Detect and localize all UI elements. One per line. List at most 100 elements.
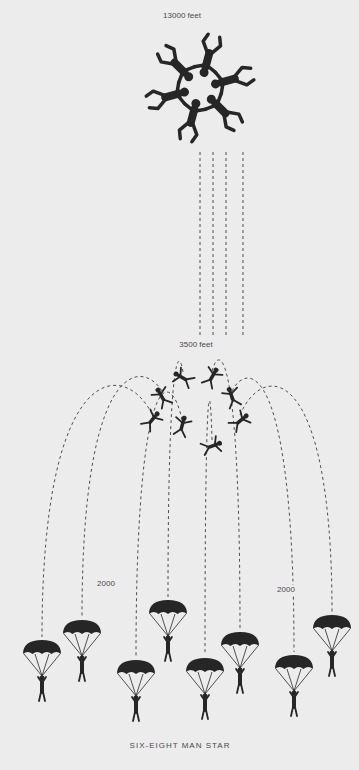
parachute-canopy bbox=[186, 658, 224, 672]
skydiver-limb bbox=[194, 106, 206, 114]
skydiver-limb bbox=[202, 377, 211, 386]
parachute-line bbox=[205, 672, 223, 694]
altitude-label: 13000 feet bbox=[161, 11, 203, 21]
skydiver-limb bbox=[194, 62, 206, 70]
skydiver-limb bbox=[146, 422, 155, 431]
skydiver-limb bbox=[163, 43, 181, 61]
parachute bbox=[23, 640, 61, 701]
parachute-line bbox=[35, 654, 42, 676]
jumper-limb bbox=[164, 637, 168, 643]
altitude-label: 2000 bbox=[275, 585, 297, 595]
parachute-line bbox=[294, 669, 301, 691]
skydiver-limb bbox=[219, 115, 237, 133]
track-path bbox=[232, 378, 294, 652]
parachute bbox=[221, 632, 259, 693]
jumper-limb bbox=[329, 667, 331, 676]
track-path bbox=[136, 392, 182, 657]
skydiver-limb bbox=[177, 120, 188, 139]
parachute bbox=[275, 655, 313, 716]
parachute-line bbox=[64, 634, 82, 656]
freefall-trail bbox=[243, 152, 244, 338]
skydiver-figure bbox=[175, 96, 207, 143]
tracking-skydiver bbox=[200, 364, 224, 390]
jumper-limb bbox=[202, 710, 204, 719]
parachute-canopy bbox=[275, 655, 313, 669]
skydiver-limb bbox=[174, 427, 182, 435]
jumper-limb bbox=[39, 692, 41, 701]
skydiver-figure bbox=[192, 33, 224, 80]
jumper-limb bbox=[133, 712, 135, 721]
skydiver-figure bbox=[145, 80, 192, 112]
freefall-trail bbox=[200, 152, 201, 338]
parachute-line bbox=[150, 614, 168, 636]
track-path bbox=[240, 386, 332, 612]
jumper-limb bbox=[79, 672, 81, 681]
jumper-limb bbox=[169, 652, 171, 661]
parachute-line bbox=[222, 646, 240, 668]
skydiver-limb bbox=[237, 410, 245, 419]
parachute-line bbox=[129, 674, 136, 696]
parachute-line bbox=[198, 672, 205, 694]
parachute-line bbox=[42, 654, 60, 676]
jumper-limb bbox=[42, 677, 46, 683]
parachute-canopy bbox=[221, 632, 259, 646]
parachute-line bbox=[161, 614, 168, 636]
jumper-limb bbox=[165, 652, 167, 661]
track-path bbox=[168, 361, 183, 597]
parachute-line bbox=[287, 669, 294, 691]
parachute-canopy bbox=[149, 600, 187, 614]
skydiver-limb bbox=[177, 93, 185, 105]
parachute-canopy bbox=[63, 620, 101, 634]
skydiver-limb bbox=[155, 51, 173, 69]
jumper-limb bbox=[136, 697, 140, 703]
skydiver-limb bbox=[175, 417, 184, 423]
parachute-line bbox=[168, 614, 175, 636]
skydiver-limb bbox=[173, 375, 180, 384]
parachute-line bbox=[136, 674, 143, 696]
jumper-limb bbox=[332, 652, 336, 658]
skydiver-limb bbox=[232, 65, 251, 76]
jumper-limb bbox=[82, 657, 86, 663]
skydiver-limb bbox=[235, 76, 254, 87]
skydiver-limb bbox=[212, 436, 218, 445]
freefall-trail bbox=[226, 152, 227, 338]
parachute-line bbox=[233, 646, 240, 668]
parachute-line bbox=[168, 614, 186, 636]
skydiver-limb bbox=[222, 390, 231, 396]
skydiver-limb bbox=[206, 101, 217, 112]
skydiver-limb bbox=[183, 419, 192, 425]
parachute-line bbox=[82, 634, 100, 656]
skydiver-limb bbox=[177, 368, 184, 377]
parachute-line bbox=[205, 672, 212, 694]
skydiver-figure bbox=[200, 88, 246, 134]
parachute bbox=[313, 615, 351, 676]
altitude-label: 3500 feet bbox=[177, 340, 214, 350]
tracking-skydiver bbox=[200, 435, 225, 457]
parachute-line bbox=[314, 629, 332, 651]
freefall-trail bbox=[213, 152, 214, 338]
skydiver-figure bbox=[154, 42, 200, 88]
jumper-limb bbox=[291, 707, 293, 716]
skydiver-limb bbox=[154, 415, 163, 423]
track-path bbox=[205, 401, 212, 655]
caption: SIX-EIGHT MAN STAR bbox=[130, 741, 231, 751]
tracking-skydiver bbox=[227, 408, 253, 433]
parachute-line bbox=[75, 634, 82, 656]
parachute-canopy bbox=[23, 640, 61, 654]
jumper-limb bbox=[294, 692, 298, 698]
parachute-line bbox=[240, 646, 258, 668]
parachute bbox=[149, 600, 187, 661]
tracking-skydiver bbox=[221, 384, 243, 409]
jumper-limb bbox=[241, 684, 243, 693]
jumper-limb bbox=[201, 695, 205, 701]
skydiver-limb bbox=[242, 417, 250, 426]
star-formation bbox=[145, 33, 255, 143]
skydiver-limb bbox=[211, 36, 222, 55]
skydiver-limb bbox=[159, 387, 168, 394]
skydiver-limb bbox=[207, 380, 216, 389]
skydiver-limb bbox=[213, 94, 224, 105]
parachute-line bbox=[294, 669, 312, 691]
jumper-limb bbox=[237, 684, 239, 693]
skydiver-limb bbox=[218, 82, 226, 94]
